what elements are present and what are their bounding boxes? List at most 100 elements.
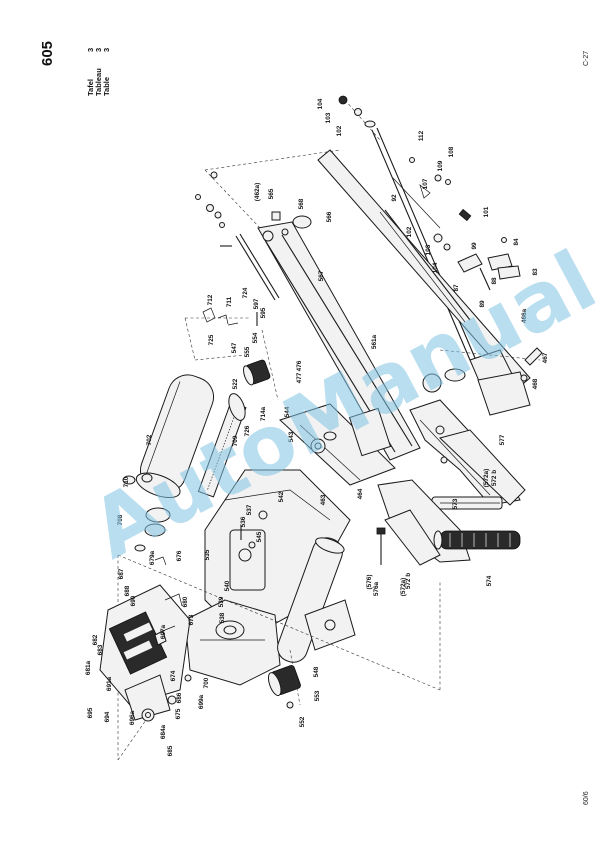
header-label-en: Table: [102, 77, 111, 96]
part-label: 711: [226, 296, 233, 307]
part-label: 92: [391, 194, 398, 202]
part-label: 102: [406, 226, 413, 237]
part-label: 572 b: [491, 470, 498, 486]
part-label: 681a: [85, 660, 92, 675]
part-label: 539: [218, 596, 225, 607]
part-label: 89: [479, 300, 486, 308]
part-label: 694: [104, 711, 111, 722]
part-label: 540: [224, 580, 231, 591]
corner-code-top: C-27: [583, 51, 590, 66]
part-label: 709: [232, 435, 239, 446]
part-label: 572 b: [405, 573, 412, 589]
part-label: 676: [176, 550, 183, 561]
part-label: 555: [244, 346, 251, 357]
part-label: 682: [92, 634, 99, 645]
part-label: 467: [542, 352, 549, 363]
part-label: 84: [513, 238, 520, 246]
part-label: 695: [87, 707, 94, 718]
part-label: 565: [268, 188, 275, 199]
part-label: 699a: [198, 694, 205, 709]
part-label: 576a: [373, 581, 380, 596]
part-label: 83: [532, 268, 539, 276]
part-label: 548: [313, 666, 320, 677]
table-number-1: 3: [86, 48, 95, 52]
table-number-2: 3: [94, 48, 103, 52]
part-label: 684a: [160, 724, 167, 739]
part-label: 101: [483, 206, 490, 217]
part-label: 577: [499, 434, 506, 445]
part-label: 567: [318, 270, 325, 281]
part-label: 536: [240, 516, 247, 527]
part-label: 691a: [106, 676, 113, 691]
part-label: 108: [448, 146, 455, 157]
part-label: 554: [252, 332, 259, 343]
part-label: 535: [204, 549, 211, 560]
part-label: 696a: [129, 710, 136, 725]
part-label: 566: [326, 211, 333, 222]
part-label: 104: [317, 98, 324, 109]
part-label: 537: [246, 504, 253, 515]
part-label: 568: [298, 198, 305, 209]
part-label: 710: [123, 476, 130, 487]
part-label: 673: [188, 614, 195, 625]
part-label: 87: [453, 284, 460, 292]
part-label: 724: [242, 287, 249, 298]
part-label: 466a: [521, 308, 528, 323]
part-label: 544: [284, 406, 291, 417]
part-label: (572a): [400, 578, 407, 596]
part-label: 477: [296, 372, 303, 383]
part-label: 674: [170, 670, 177, 681]
header-label-de: Tafel: [86, 79, 95, 96]
part-label: 476: [296, 360, 303, 371]
part-label: 464: [357, 488, 364, 499]
part-label: (462a): [254, 183, 261, 201]
part-label: 702: [146, 434, 153, 445]
part-label: 700: [203, 677, 210, 688]
part-label: 725: [208, 334, 215, 345]
corner-code-bottom: 60/6: [583, 791, 590, 805]
part-label: (572a): [483, 469, 490, 487]
part-label: 538: [219, 612, 226, 623]
part-label: 547: [231, 342, 238, 353]
part-label: 686: [176, 692, 183, 703]
part-label: 553: [314, 690, 321, 701]
part-label: 685: [167, 745, 174, 756]
part-label: 102: [336, 125, 343, 136]
part-label: 573: [452, 498, 459, 509]
part-label: 99: [471, 242, 478, 250]
part-label: 726: [244, 425, 251, 436]
part-label: 542: [278, 491, 285, 502]
part-label: 552: [299, 716, 306, 727]
part-label: 714a: [260, 406, 267, 421]
part-label: 522: [232, 378, 239, 389]
part-label: 103: [325, 112, 332, 123]
part-label: 104: [432, 262, 439, 273]
part-label: 697a: [160, 624, 167, 639]
page-number: 605: [39, 41, 56, 66]
part-label: 88: [491, 277, 498, 285]
part-label: 109: [437, 160, 444, 171]
header-label-fr: Tableau: [94, 68, 103, 96]
part-label: 597: [253, 298, 260, 309]
part-label: 561a: [371, 334, 378, 349]
part-label: 683: [97, 644, 104, 655]
part-label: 103: [425, 244, 432, 255]
part-label: 675: [175, 708, 182, 719]
part-label: 463: [320, 494, 327, 505]
part-label: 712: [207, 294, 214, 305]
drawing-lines: [99, 95, 543, 761]
part-label: 543: [288, 431, 295, 442]
part-label: 688: [124, 585, 131, 596]
part-label: 574: [486, 575, 493, 586]
part-label: 680: [182, 596, 189, 607]
part-label: 690: [130, 595, 137, 606]
part-label: 595: [260, 307, 267, 318]
part-label: (576): [366, 575, 373, 590]
part-label: 112: [418, 130, 425, 141]
part-label: 545: [256, 531, 263, 542]
part-label: 687: [118, 568, 125, 579]
part-label: 679a: [149, 550, 156, 565]
